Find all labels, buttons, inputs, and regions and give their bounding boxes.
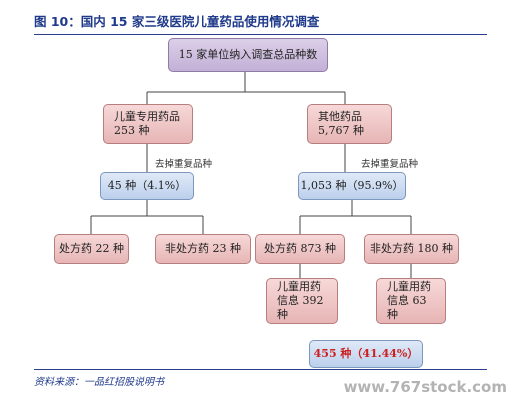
watermark: www.767stock.com [343,378,507,396]
children-unique-node: 45 种（4.1%） [100,172,194,200]
otc-180-node: 非处方药 180 种 [364,234,459,264]
footer-rule [34,369,487,370]
info-63-node: 儿童用药信息 63 种 [376,278,446,324]
root-node: 15 家单位纳入调查总品种数 [168,38,328,72]
total-455-node: 455 种（41.44%） [309,340,423,368]
title-rule [34,34,487,35]
rx-22-node: 处方药 22 种 [54,234,129,264]
rx-873-node: 处方药 873 种 [255,234,345,264]
dedup-note-left: 去掉重复品种 [155,159,213,170]
total-455-label: 455 种（41.44%） [313,347,419,360]
source-note: 资料来源：一品红招股说明书 [34,377,164,388]
children-drugs-node: 儿童专用药品 253 种 [103,104,193,144]
otc-23-node: 非处方药 23 种 [155,234,251,264]
info-392-node: 儿童用药信息 392 种 [266,278,338,324]
other-drugs-node: 其他药品 5,767 种 [307,104,392,144]
other-unique-node: 1,053 种（95.9%） [298,172,406,200]
dedup-note-right: 去掉重复品种 [361,159,419,170]
figure-title: 图 10：国内 15 家三级医院儿童药品使用情况调查 [34,14,320,29]
